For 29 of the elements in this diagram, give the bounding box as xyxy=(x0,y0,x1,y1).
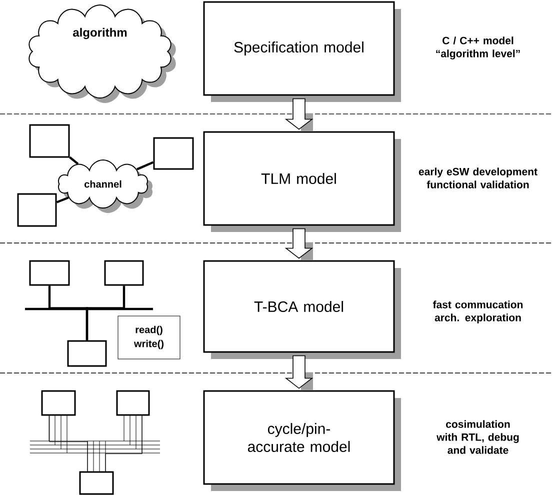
note-text: cosimulation with RTL, debug and validate xyxy=(436,420,519,454)
wire-bundle xyxy=(105,416,142,472)
note-text: C / C++ model “algorithm level” xyxy=(436,36,520,60)
module-box xyxy=(41,390,76,416)
link-line xyxy=(69,156,79,165)
module-box xyxy=(116,390,150,416)
model-box: TLM model xyxy=(203,131,401,232)
model-box: T-BCA model xyxy=(203,260,401,359)
module-box xyxy=(79,471,114,495)
label-box: read() write() xyxy=(118,316,180,360)
cloud: channel xyxy=(58,160,152,213)
module-box xyxy=(67,340,107,367)
module-box xyxy=(104,260,144,286)
module-box xyxy=(153,137,194,170)
hollow-arrow xyxy=(284,98,314,132)
model-box: cycle/pin-accurate model xyxy=(203,390,401,491)
note-text: early eSW development functional validation xyxy=(418,168,538,188)
cloud: algorithm xyxy=(28,4,176,103)
bus-connection xyxy=(86,286,126,340)
link-line xyxy=(136,161,154,170)
note-text: fast commucation arch. exploration xyxy=(432,300,523,324)
hollow-arrow xyxy=(284,355,314,390)
hollow-arrow xyxy=(284,228,314,260)
link-line xyxy=(56,196,69,204)
model-box: Specification model xyxy=(203,1,401,102)
module-box xyxy=(29,124,70,158)
module-box xyxy=(17,193,57,227)
wire-bundle xyxy=(49,416,88,472)
module-box xyxy=(29,260,70,286)
